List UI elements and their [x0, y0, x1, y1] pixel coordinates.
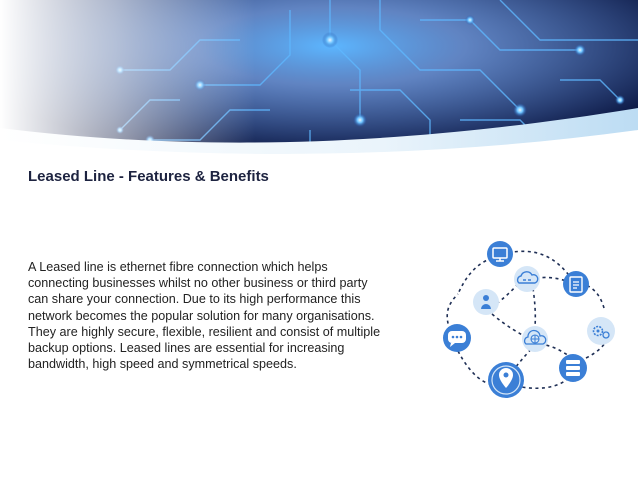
- link-cloud-icon: [514, 266, 540, 292]
- settings-cloud-icon: [587, 317, 615, 345]
- body-line: can share your connection. Due to its hi…: [28, 292, 361, 307]
- body-line: They are highly secure, flexible, resili…: [28, 324, 381, 339]
- body-line: backup options. Leased lines are essenti…: [28, 341, 345, 356]
- user-icon: [473, 289, 499, 315]
- body-line: A Leased line is ethernet fibre connecti…: [28, 260, 328, 274]
- body-line: bandwidth, high speed and symmetrical sp…: [28, 357, 297, 372]
- body-line: connecting businesses whilst no other bu…: [28, 276, 368, 291]
- circuit-globe-image: [0, 0, 638, 185]
- slide-title: Leased Line - Features & Benefits: [28, 168, 269, 185]
- monitor-icon: [487, 241, 513, 267]
- slide-body-text: A Leased line is ethernet fibre connecti…: [28, 259, 440, 372]
- chat-bubble-icon: [443, 324, 471, 352]
- document-icon: [563, 271, 589, 297]
- header-banner: [0, 0, 638, 185]
- location-pin-icon: [488, 362, 524, 398]
- server-icon: [559, 354, 587, 382]
- network-illustration: [443, 241, 615, 398]
- body-line: network becomes the popular solution for…: [28, 308, 375, 323]
- globe-cloud-icon: [522, 326, 548, 352]
